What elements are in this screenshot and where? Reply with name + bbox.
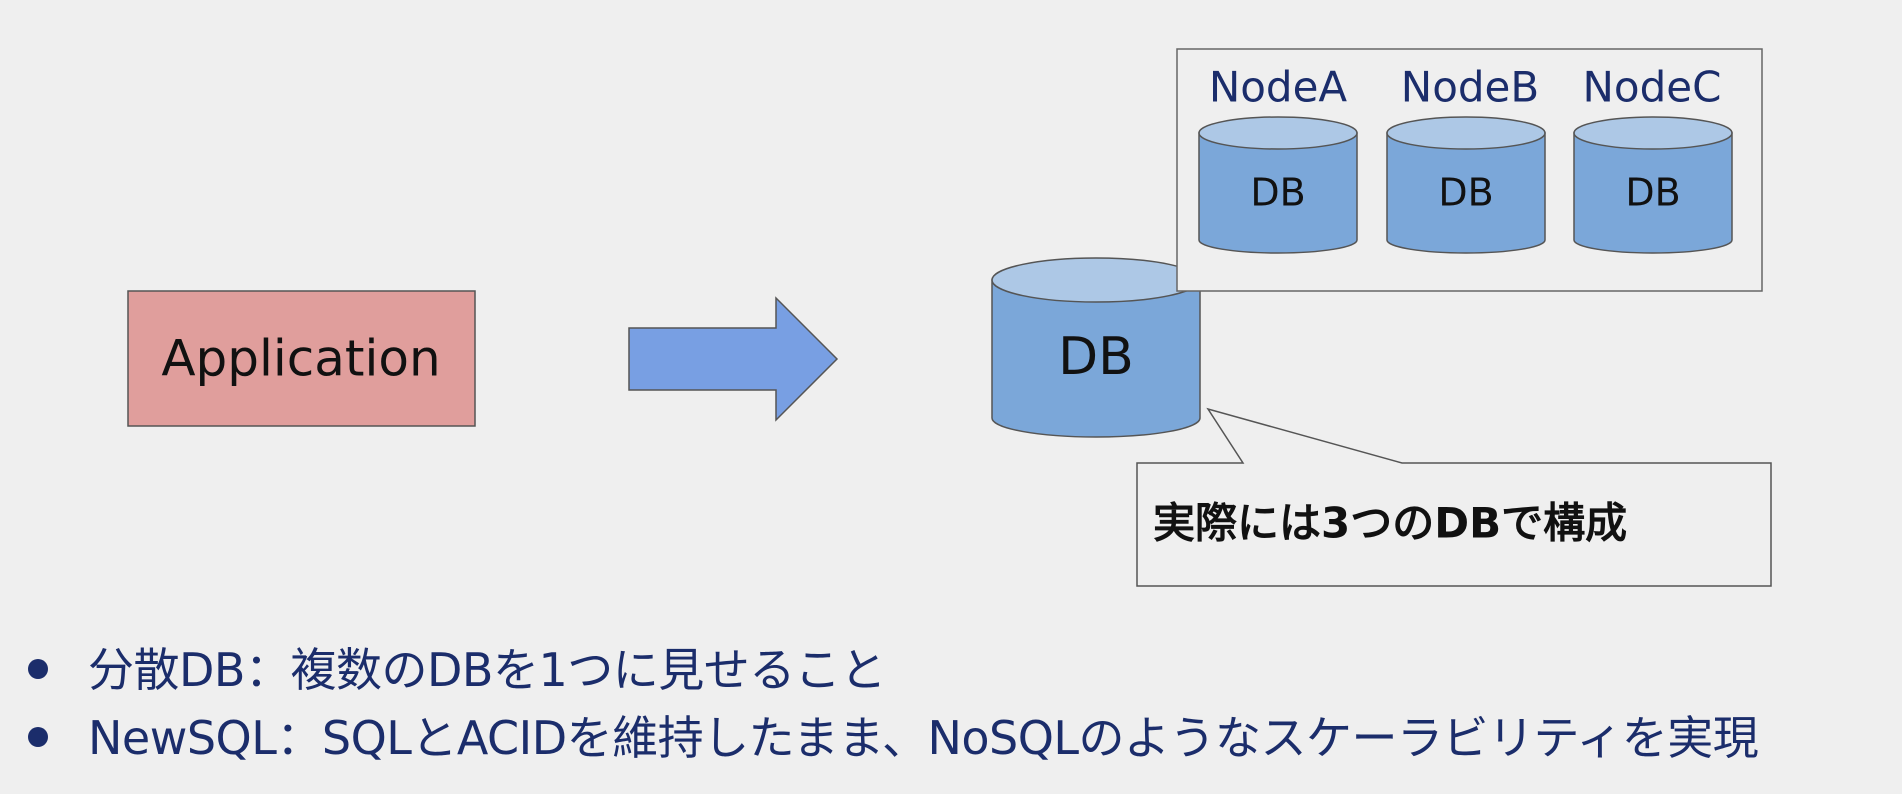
bullet-text: NewSQL：SQLとACIDを維持したまま、NoSQLのようなスケーラビリティ… — [88, 711, 1759, 765]
node-b: NodeB DB — [1386, 63, 1546, 254]
db-main-label: DB — [1058, 327, 1134, 387]
node-c-db-label: DB — [1625, 171, 1680, 215]
bullet-item: NewSQL：SQLとACIDを維持したまま、NoSQLのようなスケーラビリティ… — [20, 704, 1759, 772]
node-b-label: NodeB — [1401, 63, 1539, 112]
node-a-db-label: DB — [1250, 171, 1305, 215]
callout: 実際には3つのDBで構成 — [1136, 407, 1772, 587]
node-c-label: NodeC — [1583, 63, 1722, 112]
bullet-dot-icon — [28, 727, 48, 747]
callout-text: 実際には3つのDBで構成 — [1153, 499, 1627, 548]
bullet-dot-icon — [28, 659, 48, 679]
node-a-label: NodeA — [1209, 63, 1348, 112]
db-cylinder-main: DB — [991, 257, 1201, 438]
arrow-right-icon — [628, 296, 839, 422]
bullet-text: 分散DB：複数のDBを1つに見せること — [88, 643, 886, 697]
node-b-db-label: DB — [1438, 171, 1493, 215]
node-c: NodeC DB — [1573, 63, 1733, 254]
bullet-list: 分散DB：複数のDBを1つに見せること NewSQL：SQLとACIDを維持した… — [20, 636, 1759, 772]
application-box: Application — [127, 290, 476, 427]
node-c-db-body — [1573, 132, 1733, 254]
application-label: Application — [161, 330, 440, 388]
bullet-item: 分散DB：複数のDBを1つに見せること — [20, 636, 1758, 704]
node-a: NodeA DB — [1198, 63, 1358, 254]
